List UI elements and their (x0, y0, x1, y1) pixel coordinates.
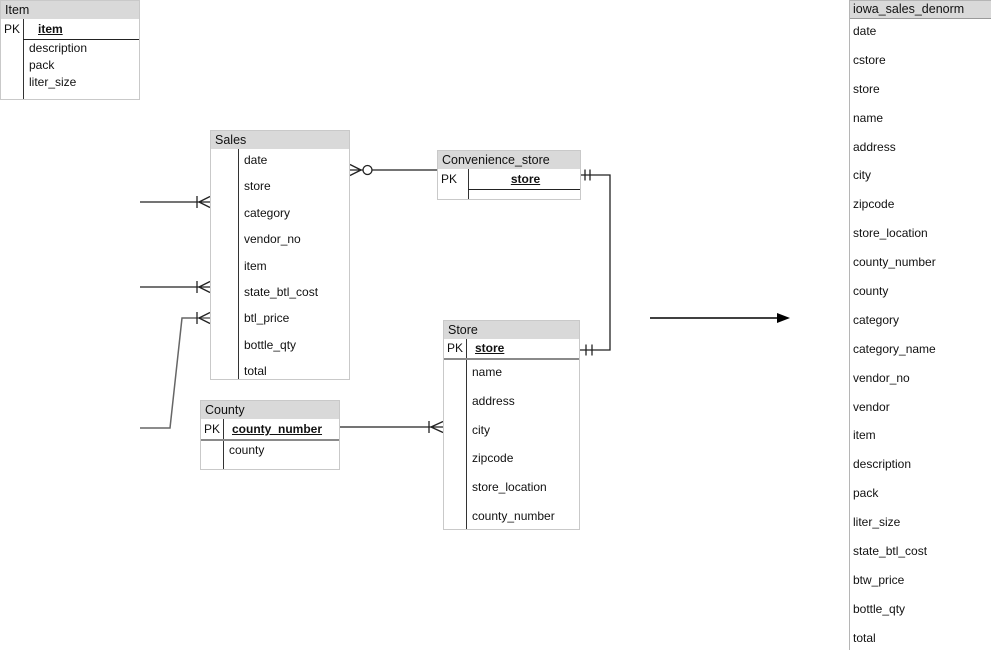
pk-column-divider (466, 339, 467, 529)
field-description: description (29, 41, 88, 55)
field-address: address (472, 393, 515, 408)
field-date: date (244, 153, 268, 167)
connector-convenience-store-store (580, 169, 611, 356)
field-liter_size: liter_size (853, 515, 901, 530)
entity-table-convenience-store[interactable]: Convenience_store PK store (437, 150, 581, 200)
entity-table-county[interactable]: County PK county_number county (200, 400, 340, 470)
field-date: date (853, 24, 877, 38)
field-category: category (853, 312, 900, 327)
table-title-sales: Sales (211, 131, 349, 149)
field-zipcode: zipcode (472, 451, 514, 466)
field-vendor_no: vendor_no (853, 370, 910, 385)
field-list: county (223, 441, 339, 459)
pk-column-divider (223, 419, 224, 469)
field-store: store (244, 179, 271, 194)
pk-separator (444, 358, 579, 360)
field-name: name (472, 365, 503, 379)
pk-column-divider (238, 149, 239, 379)
pk-field-item: item (38, 22, 63, 36)
field-bottle_qty: bottle_qty (244, 337, 297, 352)
field-county: county (229, 443, 265, 457)
table-title-iowa-sales-denorm: iowa_sales_denorm (850, 1, 991, 19)
table-title-convenience-store: Convenience_store (438, 151, 580, 169)
connector-county-store (340, 420, 444, 434)
field-category_name: category_name (853, 341, 936, 356)
table-title-county: County (201, 401, 339, 419)
pk-separator (201, 439, 339, 441)
field-description: description (853, 457, 912, 472)
denormalization-arrow (650, 313, 790, 323)
entity-table-store[interactable]: Store PK store name address city zipcode sto… (443, 320, 580, 530)
field-liter_size: liter_size (29, 75, 77, 89)
field-bottle_qty: bottle_qty (853, 601, 906, 616)
pk-column-divider (23, 19, 24, 99)
field-store_location: store_location (853, 226, 928, 241)
pk-row: PK store (438, 169, 580, 189)
field-list: date cstore store name address city zipcode sto… (850, 19, 991, 650)
field-address: address (853, 139, 896, 154)
field-item: item (244, 258, 267, 273)
pk-separator (468, 189, 580, 190)
entity-table-item[interactable]: Item PK item description pack liter_size (0, 0, 140, 100)
field-item: item (853, 428, 876, 443)
field-total: total (244, 364, 267, 379)
connector-category-sales (140, 195, 211, 209)
field-total: total (853, 630, 876, 645)
pk-row: PK item (1, 19, 139, 39)
pk-row: PK county_number (201, 419, 339, 439)
pk-label: PK (4, 22, 21, 36)
field-city: city (472, 422, 490, 437)
pk-label: PK (447, 341, 464, 355)
entity-table-iowa-sales-denorm[interactable]: iowa_sales_denorm date cstore store name add… (849, 0, 991, 650)
pk-label: PK (441, 172, 458, 186)
field-county_number: county_number (472, 508, 555, 523)
field-zipcode: zipcode (853, 197, 895, 212)
field-vendor: vendor (853, 399, 890, 414)
pk-column-divider (468, 169, 469, 199)
pk-label: PK (204, 422, 221, 436)
field-list: description pack liter_size (23, 40, 139, 91)
pk-field-store: store (475, 341, 505, 355)
field-name: name (853, 110, 884, 125)
field-btw_price: btw_price (853, 572, 905, 587)
pk-field-store: store (510, 172, 541, 186)
connector-vendor-sales (140, 280, 211, 294)
field-store_location: store_location (472, 480, 547, 495)
pk-field-county-number: county_number (232, 422, 323, 436)
pk-row: PK store (444, 339, 579, 358)
field-state_btl_cost: state_btl_cost (853, 544, 928, 559)
pk-separator (23, 39, 139, 40)
field-category: category (244, 205, 291, 220)
connector-sales-convenience-store (349, 163, 437, 177)
field-state_btl_cost: state_btl_cost (244, 284, 319, 299)
field-county_number: county_number (853, 255, 936, 270)
field-county: county (853, 284, 889, 299)
field-store: store (853, 81, 880, 96)
field-vendor_no: vendor_no (244, 232, 301, 247)
field-btl_price: btl_price (244, 311, 290, 326)
field-cstore: cstore (853, 52, 886, 67)
field-city: city (853, 168, 871, 183)
field-pack: pack (853, 486, 879, 501)
table-title-item: Item (1, 1, 139, 19)
field-pack: pack (29, 58, 55, 72)
table-title-store: Store (444, 321, 579, 339)
